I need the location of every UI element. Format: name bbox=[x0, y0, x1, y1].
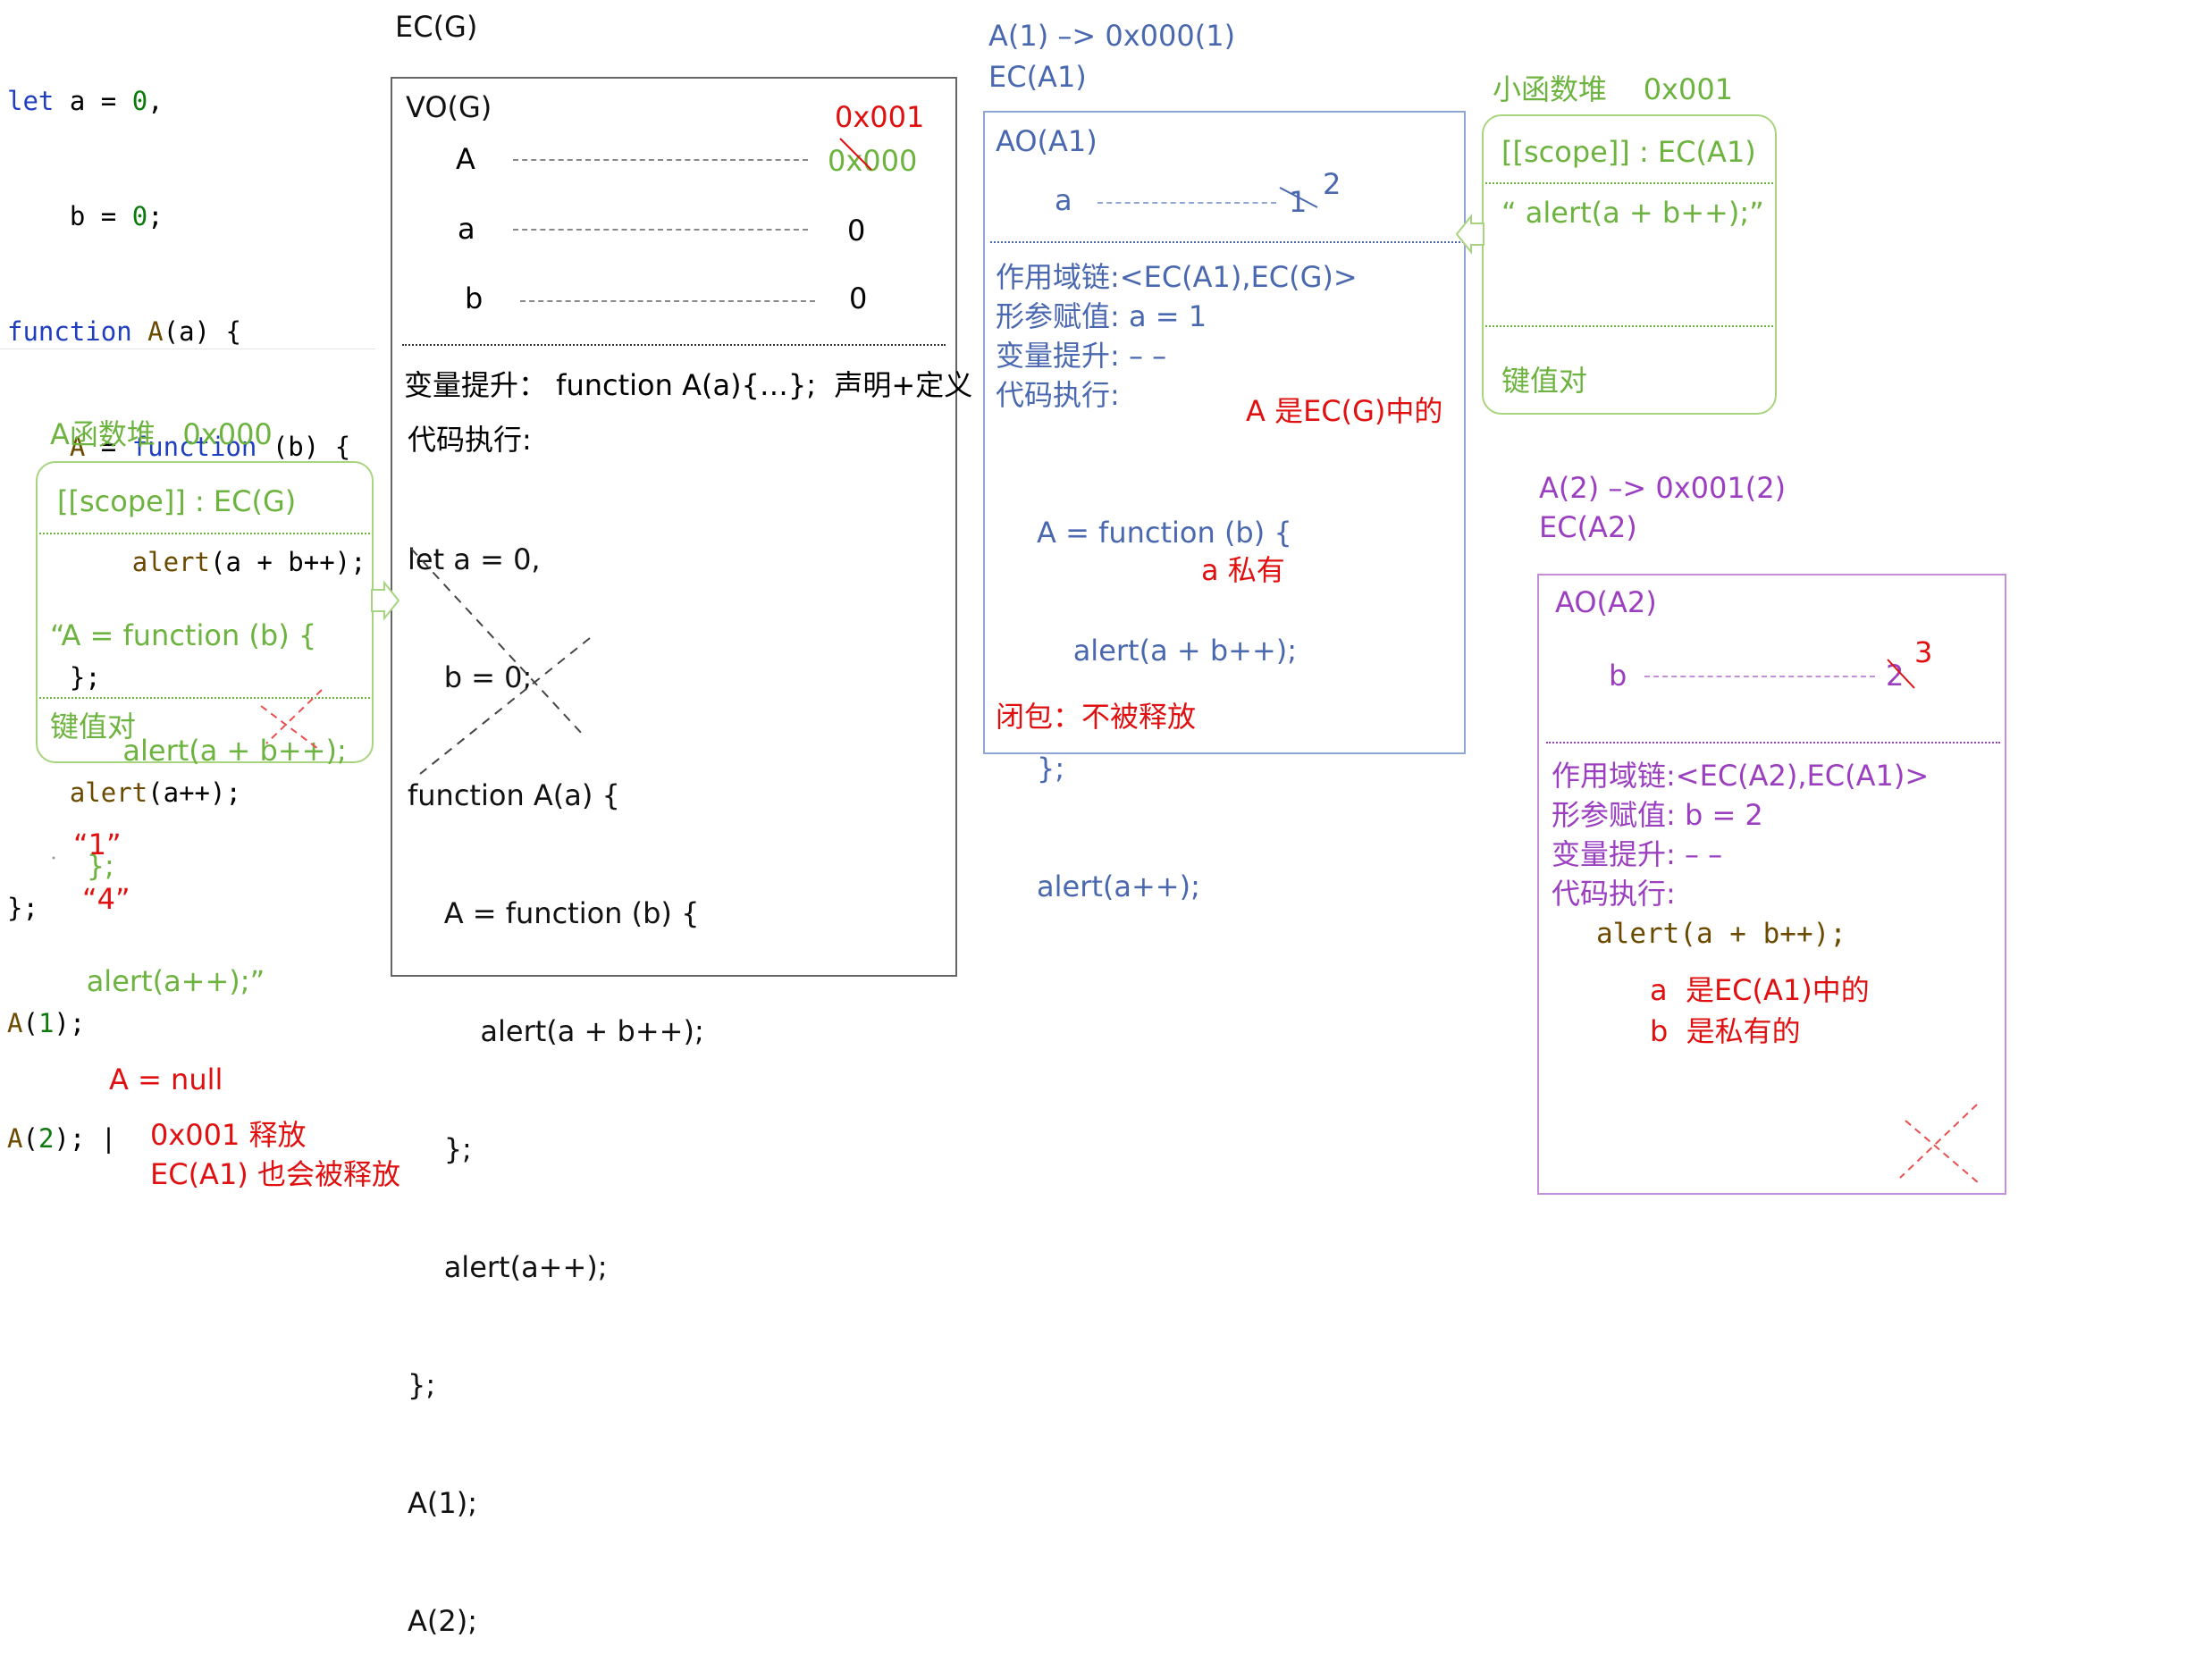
ecg-exec-line: A(2); bbox=[408, 1604, 477, 1638]
heap-a-divider-2 bbox=[39, 697, 370, 699]
release-line-1: 0x001 释放 bbox=[150, 1118, 307, 1152]
vo-var-name: b bbox=[465, 281, 484, 315]
heap-small-box bbox=[1482, 114, 1777, 415]
a1-exec-title: 代码执行: bbox=[996, 378, 1120, 412]
heap-small-title: 小函数堆 0x001 bbox=[1493, 72, 1734, 106]
a2-box bbox=[1537, 574, 2006, 1195]
vo-var-value: 0x000 bbox=[828, 144, 918, 178]
code-line-9: A(1); bbox=[7, 1008, 86, 1038]
vo-var-dash bbox=[513, 229, 808, 231]
alert-output-2: “4” bbox=[82, 882, 130, 916]
vo-var-new-value: 0x001 bbox=[835, 100, 925, 134]
vo-var-name: A bbox=[456, 142, 475, 176]
ecg-exec-line: alert(a + b++); bbox=[408, 1014, 704, 1048]
a2-hoist: 变量提升: – – bbox=[1552, 837, 1723, 871]
heap-a-footer: 键值对 bbox=[50, 710, 137, 743]
heap-a-body: “A = function (b) { alert(a + b++); }; a… bbox=[50, 540, 347, 1039]
code-line-2: b = 0; bbox=[7, 201, 164, 231]
release-line-2: EC(A1) 也会被释放 bbox=[150, 1157, 400, 1191]
a1-var-name: a bbox=[1055, 183, 1072, 217]
code-line-5: alert(a + b++); bbox=[131, 547, 366, 577]
heap-a-divider-1 bbox=[39, 533, 370, 534]
a1-box bbox=[983, 111, 1466, 754]
a1-var-new-value: 2 bbox=[1323, 167, 1341, 201]
a2-exec-title: 代码执行: bbox=[1552, 877, 1676, 911]
vo-var-value: 0 bbox=[847, 214, 866, 248]
vo-var-name: a bbox=[458, 212, 475, 246]
a1-var-dash bbox=[1098, 202, 1276, 204]
vo-var-dash bbox=[513, 159, 808, 161]
ecg-hoist: 变量提升： function A(a){…}; 声明+定义 bbox=[404, 368, 973, 402]
a1-var-value: 1 bbox=[1289, 185, 1308, 219]
code-line-6: }; bbox=[7, 662, 101, 693]
alert-output-1: “1” bbox=[73, 827, 122, 861]
a2-var-dash bbox=[1644, 676, 1875, 677]
a1-exec-line: alert(a + b++); bbox=[1037, 634, 1298, 668]
code-line-4: A = function (b) { bbox=[69, 432, 351, 462]
heap-a-scope: [[scope]] : EC(G) bbox=[57, 484, 297, 518]
ecg-divider bbox=[402, 344, 946, 346]
heap-a-body-line: “A = function (b) { bbox=[50, 618, 317, 652]
a1-scope-chain: 作用域链:<EC(A1),EC(G)> bbox=[996, 260, 1358, 294]
ecg-exec-line: let a = 0, bbox=[408, 542, 541, 576]
a1-call: A(1) –> 0x000(1) bbox=[988, 19, 1236, 53]
heap-a-body-line: }; bbox=[50, 849, 114, 883]
a2-call: A(2) –> 0x001(2) bbox=[1539, 471, 1787, 505]
a2-var-name: b bbox=[1609, 659, 1627, 693]
ecg-exec-title: 代码执行: bbox=[408, 423, 532, 457]
code-line-7: alert(a++); bbox=[69, 777, 241, 808]
heap-a-title: A函数堆 0x000 bbox=[50, 417, 273, 451]
ecg-exec-line: b = 0; bbox=[408, 660, 533, 694]
a2-var-value: 2 bbox=[1886, 659, 1905, 693]
a1-exec-line: alert(a++); bbox=[1037, 869, 1200, 903]
a1-note-private: a 私有 bbox=[1201, 553, 1285, 587]
heap-small-divider-2 bbox=[1485, 325, 1773, 327]
a1-ao-title: AO(A1) bbox=[996, 124, 1098, 158]
a2-note-b: b 是私有的 bbox=[1650, 1014, 1801, 1048]
a2-ec-title: EC(A2) bbox=[1539, 510, 1637, 544]
heap-a-body-line: alert(a++);” bbox=[50, 964, 265, 998]
a1-exec-line: }; bbox=[1037, 752, 1065, 785]
heap-small-body: “ alert(a + b++);” bbox=[1501, 196, 1764, 230]
a1-exec-code: A = function (b) { alert(a + b++); }; al… bbox=[1037, 434, 1297, 945]
a1-param: 形参赋值: a = 1 bbox=[996, 299, 1207, 333]
ecg-exec-line: alert(a++); bbox=[408, 1250, 608, 1284]
a2-exec-code: alert(a + b++); bbox=[1596, 918, 1846, 950]
a1-ec-title: EC(A1) bbox=[988, 60, 1087, 94]
a2-divider bbox=[1546, 742, 2000, 743]
ecg-exec-line: }; bbox=[408, 1368, 436, 1402]
vo-var-value: 0 bbox=[849, 281, 868, 315]
ecg-exec-line: }; bbox=[408, 1132, 472, 1166]
vo-title: VO(G) bbox=[406, 90, 492, 124]
ecg-exec-line: A = function (b) { bbox=[408, 896, 700, 930]
release-assign: A = null bbox=[109, 1063, 223, 1096]
code-line-8: }; bbox=[7, 893, 38, 923]
a2-scope-chain: 作用域链:<EC(A2),EC(A1)> bbox=[1552, 759, 1930, 793]
a2-ao-title: AO(A2) bbox=[1555, 585, 1657, 619]
ecg-exec-line: function A(a) { bbox=[408, 778, 620, 812]
a1-exec-line: A = function (b) { bbox=[1037, 516, 1292, 550]
ecg-box bbox=[391, 77, 957, 977]
a1-closure: 闭包：不被释放 bbox=[996, 700, 1197, 734]
heap-a-body-line: alert(a + b++); bbox=[50, 734, 347, 768]
code-listing: let a = 0, b = 0; function A(a) { A = fu… bbox=[7, 5, 366, 1197]
a2-param: 形参赋值: b = 2 bbox=[1552, 798, 1763, 832]
heap-small-divider-1 bbox=[1485, 182, 1773, 184]
a1-hoist: 变量提升: – – bbox=[996, 339, 1167, 373]
code-line-3: function A(a) { bbox=[7, 316, 241, 347]
ecg-exec-code: let a = 0, b = 0; function A(a) { A = fu… bbox=[408, 461, 704, 1680]
vo-var-dash bbox=[520, 300, 815, 302]
code-line-1: let a = 0, bbox=[7, 86, 164, 116]
code-line-10: A(2); | bbox=[7, 1123, 117, 1154]
ecg-exec-line: A(1); bbox=[408, 1486, 477, 1520]
ecg-title: EC(G) bbox=[395, 10, 478, 44]
heap-small-footer: 键值对 bbox=[1501, 364, 1588, 398]
heap-small-scope: [[scope]] : EC(A1) bbox=[1501, 135, 1756, 169]
a1-divider bbox=[990, 241, 1464, 243]
a2-var-new-value: 3 bbox=[1914, 635, 1933, 669]
a1-note-a: A 是EC(G)中的 bbox=[1246, 394, 1443, 428]
a2-note-a: a 是EC(A1)中的 bbox=[1650, 973, 1870, 1007]
